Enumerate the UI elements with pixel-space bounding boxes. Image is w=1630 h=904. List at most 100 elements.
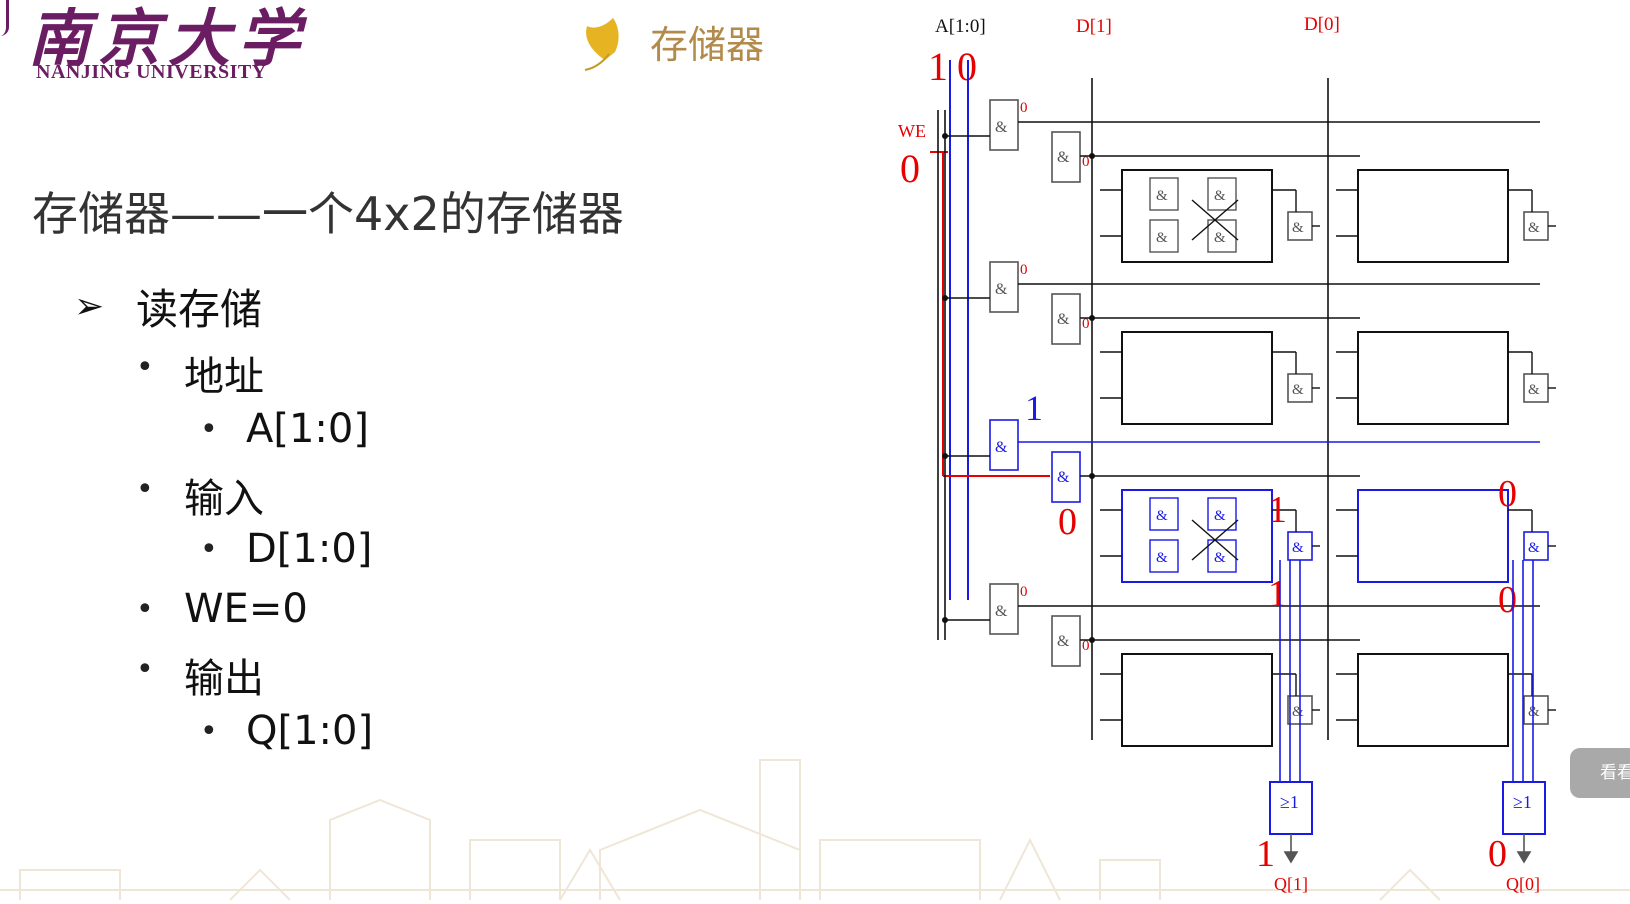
row-select-value: 0 [1020, 262, 1028, 278]
and-symbol: & [1292, 220, 1304, 236]
and-symbol: & [1057, 633, 1070, 650]
signal-q0: 0 [1488, 833, 1507, 875]
latch-and-gate [1149, 219, 1179, 253]
bullet-dot-icon: • [136, 592, 154, 627]
and-symbol: & [1292, 382, 1304, 398]
signal-cell-d0-bottom: 0 [1498, 579, 1517, 621]
storage-cell [1357, 331, 1509, 425]
storage-cell [1357, 169, 1509, 263]
label-we: WE [898, 121, 926, 141]
label-q1: Q[1] [1274, 874, 1308, 894]
output-and-gate [1523, 373, 1549, 403]
signal-cell-d1-bottom: 1 [1268, 573, 1287, 615]
bullet-output: 输出 [184, 656, 264, 702]
and-symbol: & [1214, 188, 1226, 204]
row-select-and-gate [989, 419, 1019, 471]
output-and-gate [1523, 211, 1549, 241]
label-address: A[1:0] [935, 16, 986, 37]
latch-and-gate [1149, 539, 1179, 573]
university-name: NANJING UNIVERSITY [36, 61, 267, 83]
and-symbol: & [1214, 550, 1226, 566]
write-value: 0 [1082, 638, 1090, 654]
storage-cell [1121, 331, 1273, 425]
and-symbol: & [1156, 188, 1168, 204]
row-select-value: 0 [1020, 584, 1028, 600]
bullet-we: WE=0 [184, 586, 308, 632]
and-symbol: & [1156, 508, 1168, 524]
section-title: 存储器 [650, 23, 765, 67]
and-symbol: & [995, 119, 1008, 136]
latch-and-gate [1149, 497, 1179, 531]
logo-mark [0, 0, 9, 36]
memory-circuit-diagram: A[1:0] D[1] D[0] 1 0 WE 0 &&00&&00&&&&00… [898, 14, 1556, 894]
or-gate-q0: ≥1 [1513, 792, 1532, 812]
and-symbol: & [1057, 469, 1070, 486]
storage-cell [1357, 489, 1509, 583]
label-d0: D[0] [1304, 14, 1340, 35]
university-logo: 南京大学 [28, 2, 309, 75]
write-and-gate [1051, 131, 1081, 183]
storage-cell [1121, 489, 1273, 583]
bullet-dot-icon: • [136, 652, 154, 687]
output-and-gate [1287, 531, 1313, 561]
and-symbol: & [1214, 230, 1226, 246]
output-and-gate [1287, 211, 1313, 241]
bullet-dot-icon: • [200, 412, 218, 447]
campus-watermark [0, 759, 1630, 901]
latch-and-gate [1149, 177, 1179, 211]
write-value: 0 [1082, 316, 1090, 332]
write-and-gate [1051, 615, 1081, 667]
row-select-and-gate [989, 583, 1019, 635]
write-value: 0 [1082, 154, 1090, 170]
row-select-value: 0 [1020, 100, 1028, 116]
label-q0: Q[0] [1506, 874, 1540, 894]
and-symbol: & [995, 439, 1008, 456]
row-select-and-gate [989, 99, 1019, 151]
signal-q1: 1 [1256, 833, 1275, 875]
write-and-gate [1051, 451, 1081, 503]
storage-cell [1121, 653, 1273, 747]
signal-a1: 1 [928, 44, 948, 89]
and-symbol: & [995, 603, 1008, 620]
and-symbol: & [1528, 704, 1540, 720]
and-symbol: & [1156, 230, 1168, 246]
bullet-dot-icon: • [200, 714, 218, 749]
bullet-arrow-icon: ➢ [74, 286, 105, 327]
latch-and-gate [1207, 177, 1237, 211]
side-tab[interactable]: 看看 [1570, 748, 1630, 798]
bullet-output-value: Q[1:0] [246, 708, 374, 754]
write-and-gate [1051, 293, 1081, 345]
signal-we: 0 [900, 146, 920, 191]
signal-cell-d0-top: 0 [1498, 473, 1517, 515]
bullet-address: 地址 [184, 354, 264, 400]
and-symbol: & [1292, 704, 1304, 720]
and-symbol: & [1214, 508, 1226, 524]
bullet-input-value: D[1:0] [246, 526, 373, 572]
bullet-dot-icon: • [136, 472, 154, 507]
or-gate-q1: ≥1 [1280, 792, 1299, 812]
and-symbol: & [1057, 149, 1070, 166]
storage-cell [1357, 653, 1509, 747]
bullet-dot-icon: • [200, 532, 218, 567]
row-select-and-gate [989, 261, 1019, 313]
and-symbol: & [1528, 220, 1540, 236]
label-d1: D[1] [1076, 16, 1112, 37]
signal-cell-d1-top: 1 [1268, 489, 1287, 531]
latch-and-gate [1207, 497, 1237, 531]
bullet-read: 读存储 [136, 285, 263, 334]
and-symbol: & [1057, 311, 1070, 328]
bullet-address-value: A[1:0] [246, 406, 369, 452]
and-symbol: & [1528, 540, 1540, 556]
and-symbol: & [1292, 540, 1304, 556]
signal-row-selected: 1 [1025, 388, 1043, 428]
bullet-input: 输入 [184, 476, 264, 522]
slide-title: 存储器——一个4x2的存储器 [32, 187, 624, 241]
and-symbol: & [1528, 382, 1540, 398]
and-symbol: & [995, 281, 1008, 298]
signal-write-row: 0 [1058, 501, 1077, 543]
bullet-dot-icon: • [136, 350, 154, 385]
and-symbol: & [1156, 550, 1168, 566]
ginkgo-leaf-icon [584, 18, 619, 71]
storage-cell [1121, 169, 1273, 263]
